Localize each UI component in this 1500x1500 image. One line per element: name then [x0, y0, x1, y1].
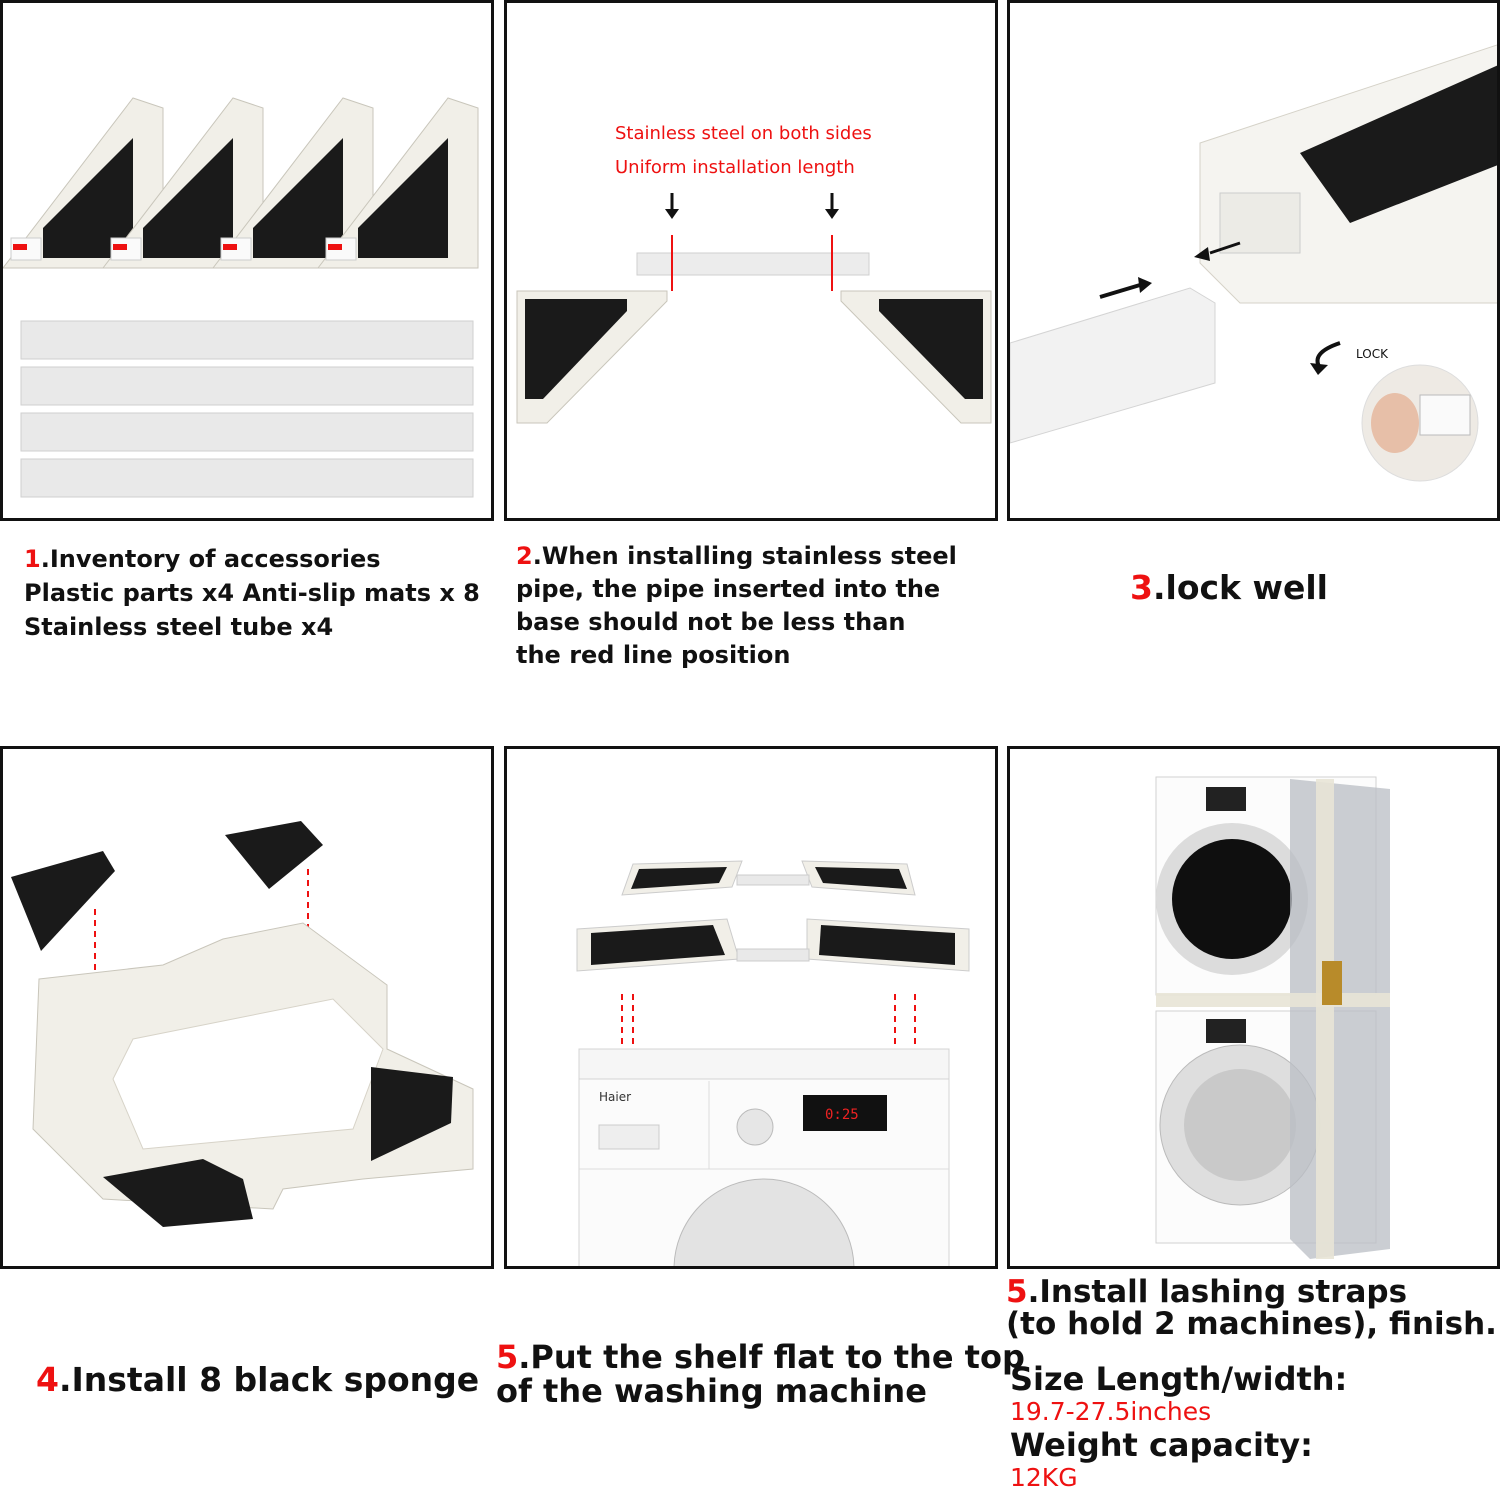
shelf-machine-illustration: Haier 0:25: [576, 860, 970, 1266]
detergent-drawer: [598, 1124, 660, 1150]
lock-curved-arrow-icon: [1310, 341, 1341, 375]
caption-shelf-on-machine: 5.Put the shelf flat to the top of the w…: [496, 1338, 1025, 1410]
washing-machine: Haier 0:25: [578, 1048, 950, 1266]
arrow-left-icon: [1194, 241, 1241, 261]
panel-shelf-on-machine: Haier 0:25: [504, 746, 998, 1269]
size-label: Size Length/width:: [1010, 1360, 1348, 1398]
lashing-strap: [1156, 993, 1390, 1007]
caption-install-length: 2.When installing stainless steel pipe, …: [516, 542, 957, 669]
panel-lock: LOCK: [1007, 0, 1500, 521]
spec-block: Size Length/width: 19.7-27.5inches Weigh…: [1010, 1360, 1347, 1492]
caption-lock: 3.lock well: [1130, 568, 1328, 607]
weight-value: 12KG: [1010, 1463, 1078, 1492]
caption-inventory: 1.Inventory of accessories Plastic parts…: [24, 545, 480, 641]
sponge-illustration: [11, 821, 474, 1227]
shelf-frame: [576, 860, 970, 972]
steel-tubes: [20, 320, 474, 498]
sponge-mat: [225, 821, 323, 889]
panel-inventory: [0, 0, 494, 521]
panel-stacked-machines: [1007, 746, 1500, 1269]
steel-pipe: [636, 252, 870, 276]
weight-label: Weight capacity:: [1010, 1426, 1313, 1464]
shelf-frame: [32, 922, 474, 1227]
down-arrow-icon: [665, 193, 839, 219]
right-base-corner: [840, 290, 992, 424]
lock-illustration: LOCK: [1010, 44, 1497, 482]
step-number: 5: [496, 1338, 519, 1376]
plastic-corner-parts: [3, 97, 479, 269]
stacked-machines-illustration: [1155, 776, 1390, 1259]
tube-end: [1010, 287, 1216, 444]
protective-cover: [1290, 779, 1390, 1259]
red-note-both-sides: Stainless steel on both sides: [615, 123, 872, 144]
brand-label: Haier: [599, 1090, 631, 1104]
machine-door: [673, 1178, 855, 1266]
inventory-illustration: [3, 97, 479, 498]
lashing-strap: [1316, 779, 1334, 1259]
lock-label: LOCK: [1356, 347, 1389, 361]
caption-lashing-straps: 5.Install lashing straps (to hold 2 mach…: [1006, 1274, 1497, 1342]
red-note-uniform-length: Uniform installation length: [615, 157, 855, 178]
left-base-corner: [516, 290, 668, 424]
program-knob: [736, 1108, 774, 1146]
step-number: 1: [24, 545, 41, 573]
sponge-mat: [11, 851, 115, 951]
strap-buckle: [1322, 961, 1342, 1005]
step-number: 5: [1006, 1274, 1028, 1310]
step-number: 3: [1130, 568, 1153, 607]
display-value: 0:25: [825, 1107, 859, 1123]
step-number: 2: [516, 542, 533, 570]
arrow-right-icon: [1099, 277, 1152, 299]
panel-install-length: Stainless steel on both sides Uniform in…: [504, 0, 998, 521]
install-length-illustration: Stainless steel on both sides Uniform in…: [516, 123, 992, 424]
panel-sponges: [0, 746, 494, 1269]
machine-display: [803, 1095, 887, 1131]
caption-sponges: 4.Install 8 black sponge: [36, 1360, 480, 1399]
finger-shape: [1371, 393, 1419, 453]
step-number: 4: [36, 1360, 59, 1399]
size-value: 19.7-27.5inches: [1010, 1397, 1212, 1426]
